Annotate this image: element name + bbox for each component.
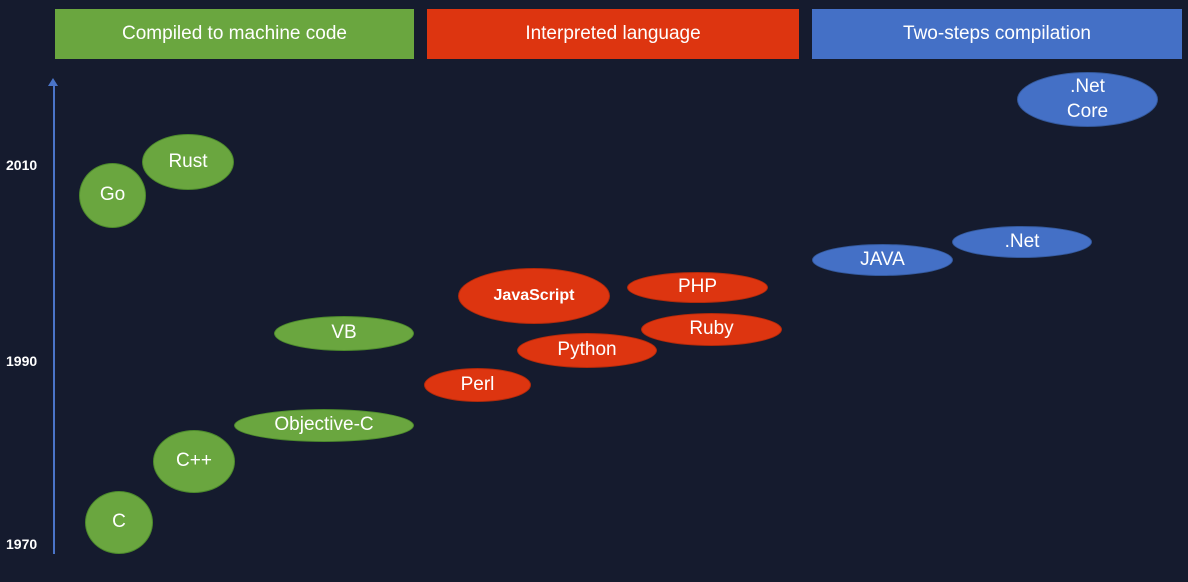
- language-dotnet-core: .Net Core: [1017, 72, 1158, 127]
- year-label-1990: 1990: [6, 353, 38, 369]
- timeline-axis: [53, 84, 55, 554]
- language-python: Python: [517, 333, 657, 368]
- language-dotnet-core-line2: Core: [1066, 100, 1109, 122]
- header-two-steps-compilation: Two-steps compilation: [812, 9, 1182, 59]
- language-php: PHP: [627, 272, 768, 303]
- year-label-2010: 2010: [6, 157, 38, 173]
- language-java: JAVA: [812, 244, 953, 276]
- language-go: Go: [79, 163, 146, 228]
- language-dotnet: .Net: [952, 226, 1092, 258]
- language-rust: Rust: [142, 134, 234, 190]
- year-label-1970: 1970: [6, 536, 38, 552]
- language-dotnet-core-line1: .Net: [1070, 75, 1105, 97]
- language-ruby: Ruby: [641, 313, 782, 346]
- language-vb: VB: [274, 316, 414, 351]
- header-interpreted-language: Interpreted language: [427, 9, 799, 59]
- language-cpp: C++: [153, 430, 235, 493]
- language-c: C: [85, 491, 153, 554]
- timeline-arrowhead: [48, 78, 58, 86]
- language-javascript: JavaScript: [458, 268, 610, 324]
- language-perl: Perl: [424, 368, 531, 402]
- header-compiled-to-machine-code: Compiled to machine code: [55, 9, 414, 59]
- language-objective-c: Objective-C: [234, 409, 414, 442]
